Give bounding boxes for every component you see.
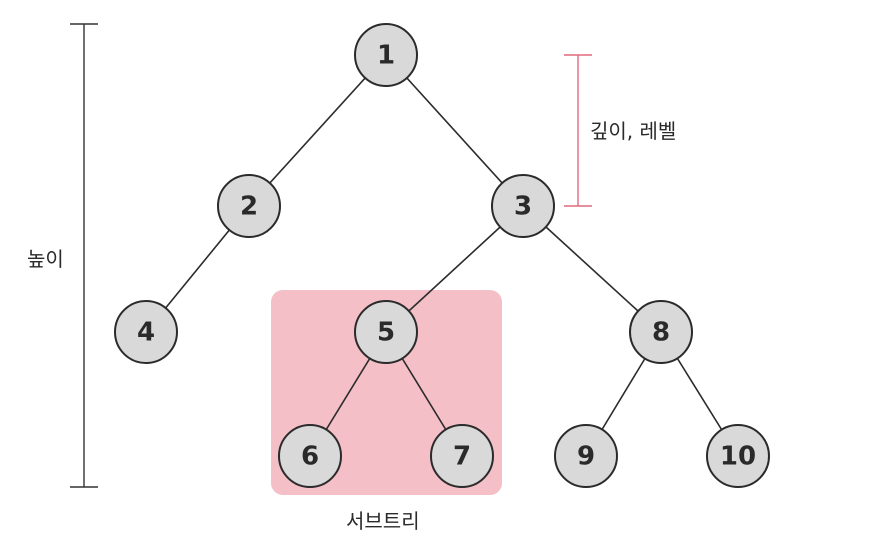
node-label: 9 — [577, 442, 595, 472]
node-circle — [491, 174, 555, 238]
edge-1-3 — [385, 54, 524, 207]
tree-node-2: 2 — [217, 174, 281, 238]
nodes-layer: 1 2 3 4 5 8 6 7 9 10 — [114, 23, 770, 488]
tree-node-9: 9 — [554, 424, 618, 488]
subtree-label: 서브트리 — [346, 509, 420, 533]
node-circle — [354, 300, 418, 364]
tree-node-6: 6 — [278, 424, 342, 488]
tree-node-3: 3 — [491, 174, 555, 238]
node-label: 7 — [453, 442, 471, 472]
depth-level-label: 깊이, 레벨 — [590, 119, 676, 143]
node-label: 3 — [514, 192, 532, 222]
node-label: 8 — [652, 318, 670, 348]
tree-node-4: 4 — [114, 300, 178, 364]
node-circle — [706, 424, 770, 488]
node-label: 10 — [720, 442, 756, 472]
node-circle — [430, 424, 494, 488]
node-circle — [554, 424, 618, 488]
node-circle — [217, 174, 281, 238]
node-circle — [629, 300, 693, 364]
node-label: 6 — [301, 442, 319, 472]
node-label: 1 — [377, 41, 395, 71]
node-circle — [278, 424, 342, 488]
tree-node-1: 1 — [354, 23, 418, 87]
tree-node-8: 8 — [629, 300, 693, 364]
node-circle — [354, 23, 418, 87]
height-label: 높이 — [27, 247, 64, 271]
height-bracket — [70, 23, 98, 488]
tree-node-10: 10 — [706, 424, 770, 488]
node-label: 5 — [377, 318, 395, 348]
node-circle — [114, 300, 178, 364]
node-label: 4 — [137, 318, 155, 348]
tree-node-5: 5 — [354, 300, 418, 364]
depth-level-bracket — [564, 54, 592, 207]
tree-node-7: 7 — [430, 424, 494, 488]
edge-1-2 — [248, 54, 387, 207]
node-label: 2 — [240, 192, 258, 222]
